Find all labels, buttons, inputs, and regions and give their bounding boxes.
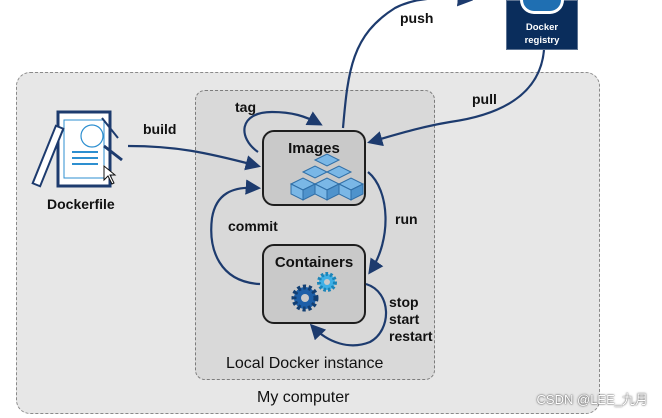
restart-label: restart: [389, 328, 433, 344]
my-computer-caption: My computer: [257, 389, 350, 406]
run-arrow: [367, 171, 387, 275]
restart-arrow: [309, 282, 388, 347]
commit-arrow: [210, 179, 262, 286]
docker-logo-icon: [520, 0, 564, 14]
dockerfile-icon: [31, 110, 123, 188]
build-arrow: [127, 144, 261, 171]
start-label: start: [389, 311, 420, 327]
registry-title-line1: Docker: [525, 22, 559, 33]
tag-label: tag: [235, 99, 256, 115]
image-stack-icon: [289, 153, 365, 201]
tag-arrow: [243, 110, 323, 153]
stop-label: stop: [389, 294, 419, 310]
push-arrow: [341, 0, 474, 129]
commit-label: commit: [228, 218, 278, 234]
gears-icon: [291, 272, 337, 312]
pull-arrow: [367, 49, 546, 147]
run-label: run: [395, 211, 418, 227]
images-title: Images: [288, 140, 340, 157]
local-instance-caption: Local Docker instance: [226, 355, 384, 372]
pull-label: pull: [472, 91, 497, 107]
push-label: push: [400, 10, 433, 26]
build-label: build: [143, 121, 176, 137]
dockerfile-label: Dockerfile: [47, 196, 115, 212]
containers-node: Containers: [262, 244, 366, 324]
containers-title: Containers: [274, 254, 354, 271]
watermark-text: CSDN @LEE_九月: [536, 392, 648, 407]
registry-title-line2: registry: [524, 35, 560, 46]
